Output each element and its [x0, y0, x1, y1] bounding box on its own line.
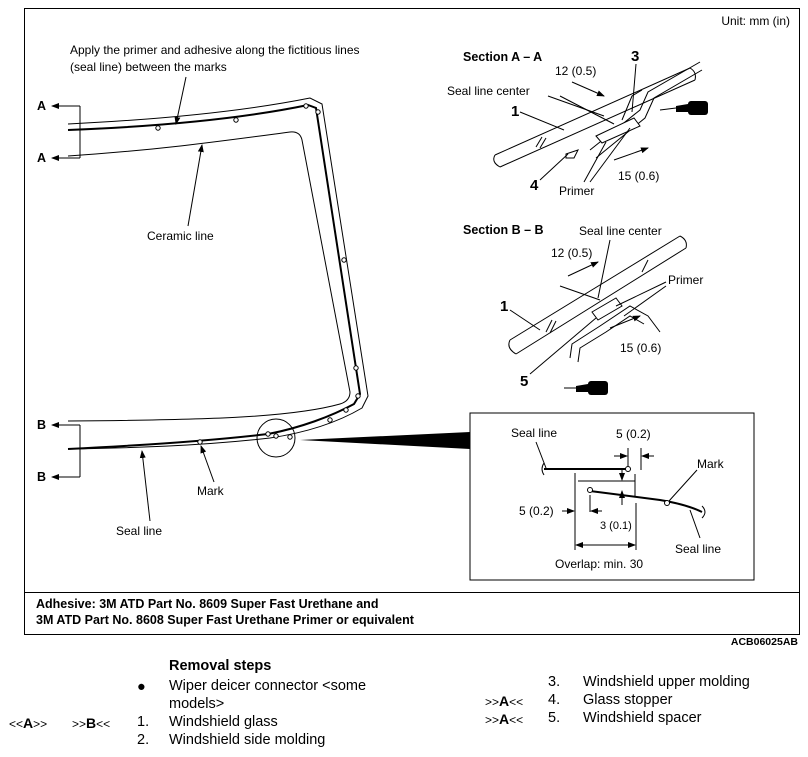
step-5-text: Windshield spacer — [583, 710, 702, 726]
diagram-code: ACB06025AB — [730, 636, 798, 648]
instruction-leader — [174, 76, 187, 125]
instruction-line-2: (seal line) between the marks — [70, 60, 227, 74]
detail-mark-leader — [668, 469, 698, 502]
section-aa-num-4: 4 — [530, 177, 539, 194]
removal-steps: Removal steps ● Wiper deicer connector <… — [0, 654, 808, 757]
windshield-diagram: Unit: mm (in) A A — [37, 14, 790, 581]
seal-line-marks — [155, 103, 361, 445]
step-1-number: 1. — [137, 714, 150, 730]
step-4-number: 4. — [548, 692, 561, 708]
section-b-label-top: B — [37, 418, 46, 432]
section-bb-seal-center-leader — [597, 239, 611, 299]
section-aa-seal-center-leader — [559, 95, 615, 125]
windshield-outline — [67, 97, 369, 450]
section-a-markers — [51, 103, 81, 161]
detail-seal-line-top: Seal line — [511, 426, 557, 440]
detail-seal-top-leader — [535, 441, 547, 469]
section-aa-num-3: 3 — [631, 48, 639, 65]
section-aa-primer-leader-1 — [583, 141, 607, 183]
diagram-frame — [24, 8, 800, 635]
section-bb-seal-center: Seal line center — [579, 224, 662, 238]
section-b-markers — [51, 422, 81, 480]
section-a-label-top: A — [37, 99, 46, 113]
section-aa-drawing — [493, 61, 703, 168]
ceramic-leader — [187, 144, 204, 227]
adhesive-gun-aa — [659, 101, 708, 115]
removal-steps-title: Removal steps — [169, 658, 272, 674]
step-5-ref: >>A<< — [485, 711, 524, 727]
section-aa-seal-center: Seal line center — [447, 84, 530, 98]
step-2-text: Windshield side molding — [169, 732, 326, 748]
detail-box — [469, 412, 755, 581]
detail-overlap: Overlap: min. 30 — [555, 557, 643, 571]
section-bb-dim-15-arrow — [609, 315, 641, 329]
step-1-text: Windshield glass — [169, 714, 278, 730]
adhesive-note: Adhesive: 3M ATD Part No. 8609 Super Fas… — [24, 592, 800, 635]
section-bb-num-1: 1 — [500, 298, 508, 315]
unit-label: Unit: mm (in) — [721, 14, 790, 28]
mark-leader — [200, 445, 215, 483]
adhesive-note-line-2: 3M ATD Part No. 8608 Super Fast Urethane… — [36, 613, 414, 627]
section-aa-primer-leader-2 — [589, 127, 631, 183]
section-bb-drawing — [508, 235, 687, 363]
step-bullet-text-2: models> — [169, 696, 225, 712]
ceramic-line-label: Ceramic line — [147, 229, 214, 243]
detail-dim-5-left: 5 (0.2) — [519, 504, 554, 518]
adhesive-gun-bb — [564, 381, 608, 395]
step-1-ref-b: >>B<< — [72, 715, 111, 731]
seal-line-leader — [139, 450, 151, 522]
step-4-text: Glass stopper — [583, 692, 673, 708]
step-4-ref: >>A<< — [485, 693, 524, 709]
detail-seal-bottom-leader — [689, 509, 701, 539]
step-1-ref-a: <<A>> — [9, 715, 48, 731]
instruction-line-1: Apply the primer and adhesive along the … — [70, 43, 360, 57]
adhesive-note-line-1: Adhesive: 3M ATD Part No. 8609 Super Fas… — [36, 597, 379, 611]
detail-zoom-circle — [256, 418, 296, 458]
step-3-text: Windshield upper molding — [583, 674, 750, 690]
seal-line-label: Seal line — [116, 524, 162, 538]
step-3-number: 3. — [548, 674, 561, 690]
section-bb-title: Section B – B — [463, 223, 544, 237]
section-bb-primer: Primer — [668, 273, 703, 287]
section-aa-num-4-leader — [539, 153, 569, 181]
detail-drawing — [541, 448, 706, 550]
section-bb-dim-15: 15 (0.6) — [620, 341, 661, 355]
section-b-label-bottom: B — [37, 470, 46, 484]
detail-callout-wedge — [300, 432, 470, 449]
section-aa-num-3-leader — [631, 63, 637, 113]
detail-dim-5-top: 5 (0.2) — [616, 427, 651, 441]
step-2-number: 2. — [137, 732, 150, 748]
detail-mark: Mark — [697, 457, 725, 471]
section-a-label-bottom: A — [37, 151, 46, 165]
section-bb-dim-12: 12 (0.5) — [551, 246, 592, 260]
section-aa-dim-12: 12 (0.5) — [555, 64, 596, 78]
section-aa-dim-12-arrow — [571, 81, 605, 97]
section-bb-num-5: 5 — [520, 373, 528, 390]
section-aa-num-1: 1 — [511, 103, 519, 120]
step-5-number: 5. — [548, 710, 561, 726]
section-bb-primer-leader-2 — [623, 285, 667, 317]
section-aa-primer: Primer — [559, 184, 594, 198]
section-aa-num-1-leader — [519, 111, 565, 131]
section-aa-dim-15-arrow — [613, 147, 649, 161]
section-bb-num-1-leader — [509, 309, 541, 331]
section-aa-title: Section A – A — [463, 50, 542, 64]
section-bb-num-5-leader — [529, 317, 597, 375]
section-aa-dim-15: 15 (0.6) — [618, 169, 659, 183]
step-bullet-text-1: Wiper deicer connector <some — [169, 678, 367, 694]
section-bb-primer-leader-1 — [615, 281, 667, 307]
detail-seal-line-bottom: Seal line — [675, 542, 721, 556]
bullet-icon: ● — [137, 679, 146, 695]
detail-dim-3: 3 (0.1) — [600, 520, 632, 532]
mark-label: Mark — [197, 484, 225, 498]
section-bb-dim-12-arrow — [567, 261, 599, 277]
